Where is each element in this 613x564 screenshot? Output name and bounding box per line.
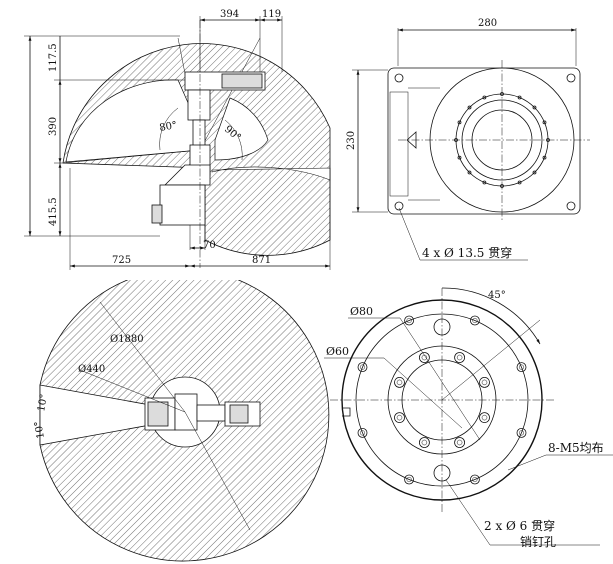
flange-inner-hole — [479, 376, 490, 388]
angle-10-b: 10° — [33, 420, 47, 439]
dim-117-5: 117.5 — [48, 43, 59, 72]
flange-inner-holes — [394, 352, 490, 448]
pin-note-line1: 2 x Ø 6 贯穿 — [484, 518, 555, 533]
base-bolt-hole — [457, 155, 462, 160]
flange-bolt-hole — [404, 474, 415, 485]
base-bolt-hole — [546, 138, 550, 142]
flange-bolt-hole — [357, 427, 368, 438]
base-bolt-hole — [532, 105, 537, 110]
flange-bolt-hole — [469, 315, 480, 326]
flange-bolt-hole-inner — [472, 317, 478, 324]
flange-bolt-hole-inner — [359, 364, 366, 370]
flange-bolt-hole-inner — [359, 430, 366, 436]
base-bolt-hole — [454, 138, 458, 142]
side-dims-top: 394 119 — [199, 9, 283, 72]
dim-415-5: 415.5 — [48, 197, 59, 226]
flange-inner-hole — [394, 376, 405, 388]
side-dims-left: 117.5 390 415.5 — [24, 35, 185, 237]
base-bolt-hole — [467, 105, 472, 110]
flange-bolt-hole-inner — [406, 317, 412, 324]
base-bolt-hole — [482, 180, 487, 185]
base-bolt-hole — [517, 95, 522, 100]
flange-bolt-circle — [357, 315, 527, 485]
flange-bolt-hole — [469, 474, 480, 485]
base-bolt-hole — [542, 120, 547, 125]
flange-bolt-hole — [516, 427, 527, 438]
flange-bolt-hole-inner — [472, 476, 478, 483]
side-view: 394 119 117.5 390 415.5 80° 90° 70 — [24, 9, 331, 270]
flange-inner-hole-inner — [456, 354, 463, 361]
base-view: 280 230 4 x Ø 13.5 贯穿 — [346, 18, 590, 261]
dim-1880: Ø1880 — [110, 334, 144, 345]
dim-440: Ø440 — [78, 364, 105, 375]
angle-10-a: 10° — [36, 393, 50, 412]
holes-note: 4 x Ø 13.5 贯穿 — [422, 245, 512, 260]
flange-bolt-hole-inner — [518, 430, 525, 436]
dim-70: 70 — [203, 240, 216, 251]
dim-871: 871 — [252, 255, 271, 266]
dim-119: 119 — [262, 9, 281, 20]
flange-bolt-hole — [357, 362, 368, 373]
side-dims-bottom: 70 725 871 — [69, 168, 331, 270]
dim-394: 394 — [220, 9, 239, 20]
flange-inner-hole — [454, 352, 466, 363]
top-view: Ø1880 Ø440 10° 10° — [33, 280, 330, 562]
pin-hole-bottom — [433, 464, 451, 482]
flange-inner-hole-inner — [396, 379, 403, 386]
pin-note-line2: 销钉孔 — [520, 535, 556, 549]
base-bolt-hole — [457, 120, 462, 125]
flange-outer — [341, 299, 543, 501]
flange-inner-hole-inner — [421, 439, 428, 446]
flange-inner-hole — [394, 412, 405, 424]
flange-bolt-hole — [404, 315, 415, 326]
base-plate — [387, 67, 581, 215]
flange-bolt-hole — [516, 362, 527, 373]
angle-80: 80° — [159, 120, 178, 134]
top-robot — [144, 393, 261, 431]
angle-45: 45° — [488, 290, 506, 301]
dim-d80: Ø80 — [350, 305, 373, 318]
flange-inner-hole — [418, 352, 430, 363]
flange-inner-hole — [454, 437, 466, 448]
base-bolt-circle — [454, 92, 550, 188]
flange-inner-hole — [418, 437, 430, 448]
dim-390: 390 — [48, 117, 59, 136]
flange-inner-hole-inner — [481, 414, 488, 421]
flange-inner-hole-inner — [481, 379, 488, 386]
base-bolt-hole — [467, 170, 472, 175]
base-bolt-hole — [500, 184, 504, 188]
flange-inner-hole — [479, 412, 490, 424]
flange-bolt-hole-inner — [518, 364, 525, 370]
flange-view: 45° Ø80 Ø60 8-M5均布 2 x Ø 6 贯穿 销钉孔 — [324, 287, 613, 549]
flange-inner-hole-inner — [396, 414, 403, 421]
base-bolt-hole — [482, 95, 487, 100]
pin-hole-top — [433, 318, 451, 336]
dim-280: 280 — [478, 18, 497, 29]
base-bolt-hole — [532, 170, 537, 175]
dim-d60: Ø60 — [326, 345, 349, 358]
flange-bolt-hole-inner — [406, 476, 412, 483]
dim-230: 230 — [346, 131, 357, 150]
base-bolt-hole — [517, 180, 522, 185]
flange-inner-hole-inner — [456, 439, 463, 446]
thread-note: 8-M5均布 — [548, 441, 604, 455]
base-bolt-hole — [542, 155, 547, 160]
base-bolt-hole — [500, 92, 504, 96]
dim-725: 725 — [112, 255, 131, 266]
